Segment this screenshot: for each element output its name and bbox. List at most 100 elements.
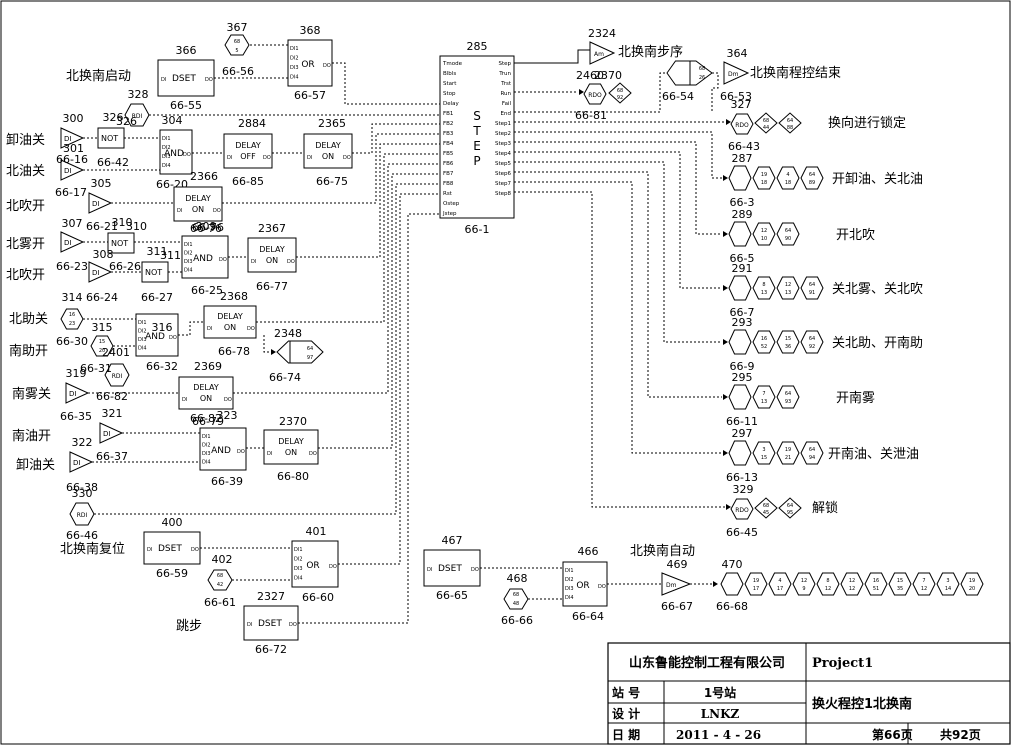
step-input-fb6: FB6 [443, 161, 454, 167]
dm-469-id: 66-67 [661, 600, 693, 613]
hex-val: 64 [307, 346, 313, 352]
gate-port: DO [329, 564, 337, 570]
out-470-hex [864, 572, 888, 596]
rdo-2370-id: 66-81 [575, 109, 607, 122]
wire-out-297 [514, 181, 722, 454]
tb-company: 山东鲁能控制工程有限公司 [629, 655, 785, 671]
wire-out-295 [514, 171, 722, 398]
gate-id: 66-32 [146, 360, 178, 373]
delay-number: 2365 [318, 117, 346, 130]
gate-port: DI4 [290, 75, 299, 81]
di-308 [88, 261, 113, 283]
delay-type: DELAY [278, 437, 304, 446]
and-309-id: 66-76 [192, 221, 224, 234]
delay-type: DELAY [259, 245, 285, 254]
hex-value-top: 3 [762, 447, 765, 453]
hex-value-bottom: 93 [785, 399, 791, 405]
step-input-start: Start [443, 81, 457, 87]
arrow-out-287 [723, 175, 728, 181]
hex-value-top: 12 [801, 578, 807, 584]
gate-port: DI2 [294, 557, 303, 563]
out-293-label: 关北助、开南助 [832, 335, 923, 351]
rdo-type: RDO [735, 507, 749, 514]
out-297-label: 开南油、关泄油 [828, 446, 919, 462]
delay-id: 66-77 [256, 280, 288, 293]
gate-port: DO [183, 152, 191, 158]
gate-port: DI4 [162, 163, 171, 169]
di-307-number: 307 [62, 217, 83, 230]
hex-66-54-tail [689, 60, 713, 86]
and-304 [159, 129, 193, 175]
step-output-end: End [501, 111, 511, 117]
delay-number: 2368 [220, 290, 248, 303]
di-322-number: 322 [72, 436, 93, 449]
hex-value-top: 15 [897, 578, 903, 584]
out-470-hex [816, 572, 840, 596]
delay-mode: OFF [240, 152, 256, 161]
label-bei-huan-nan-fuwei: 北换南复位 [60, 541, 125, 557]
di-type: DI [64, 239, 71, 247]
gate-port: DI1 [162, 136, 171, 142]
hex-value-bottom: 13 [785, 290, 791, 296]
out-293-id: 66-9 [730, 360, 755, 373]
block-66-25-id: 66-25 [191, 284, 223, 297]
delay-mode: ON [266, 256, 278, 265]
delay-port: DI [182, 397, 187, 403]
delay-port: DI [177, 208, 182, 214]
out-289-label: 开北吹 [836, 228, 875, 243]
gate-port: DI3 [294, 566, 303, 572]
hex-value-top: 64 [809, 282, 815, 288]
hex-value-top: 4 [786, 172, 789, 178]
gate-id: 66-60 [302, 591, 334, 604]
di-type: DI [64, 167, 71, 175]
out-293-start [728, 329, 752, 355]
di-308-id: 66-23 [56, 260, 88, 273]
hex-value-bottom: 13 [761, 399, 767, 405]
dm-2324 [589, 41, 616, 65]
hex-val: 16 [69, 312, 75, 318]
tb-total: 共92页 [940, 727, 981, 742]
delay-port: DI [267, 451, 272, 457]
label-bei-chui-kai: 北吹开 [6, 199, 45, 214]
not-number: 326 [116, 115, 137, 128]
gate-number: 466 [578, 545, 599, 558]
wire-2365-step [352, 123, 440, 154]
hex-val: 68 [234, 39, 240, 45]
out-295-start [728, 384, 752, 410]
gate-port: DI3 [162, 154, 171, 160]
gate-id: 66-64 [572, 610, 604, 623]
delay-port: DO [224, 397, 232, 403]
hex-value-top: 8 [826, 578, 829, 584]
gate-port: DI1 [565, 568, 574, 574]
dm-2324-number: 2324 [588, 27, 616, 40]
step-output-step5: Step5 [495, 161, 512, 167]
and-323 [199, 427, 247, 471]
out-293-hex [776, 330, 800, 354]
delay-id: 66-78 [218, 345, 250, 358]
delay-2368 [203, 305, 257, 339]
gate-port: DI3 [138, 337, 147, 343]
di-307-id: 66-21 [86, 220, 118, 233]
block-66-38-id: 66-38 [66, 481, 98, 494]
hex-value-bottom: 20 [969, 586, 975, 592]
diamond-value-top: 68 [763, 503, 769, 509]
delay-number: 2370 [279, 415, 307, 428]
hex-val: 68 [699, 66, 705, 72]
not-326-id: 66-42 [97, 156, 129, 169]
hex-value-bottom: 89 [809, 180, 815, 186]
delay-mode: ON [192, 205, 204, 214]
arrow-470 [713, 581, 718, 587]
gate-port: DI4 [294, 576, 303, 582]
or-368 [287, 39, 333, 87]
gate-port: DI3 [565, 586, 574, 592]
arrow-out-293 [723, 339, 728, 345]
gate-type: AND [193, 254, 213, 264]
rdo-327-number: 327 [731, 98, 752, 111]
wire-54-364 [711, 72, 719, 112]
hex-315-id: 66-30 [56, 335, 88, 348]
title-block [607, 642, 1011, 745]
di-322 [69, 451, 94, 473]
hex-2348-number: 2348 [274, 327, 302, 340]
hex-value-bottom: 12 [921, 586, 927, 592]
label-bei-wu-kai: 北雾开 [6, 237, 45, 252]
